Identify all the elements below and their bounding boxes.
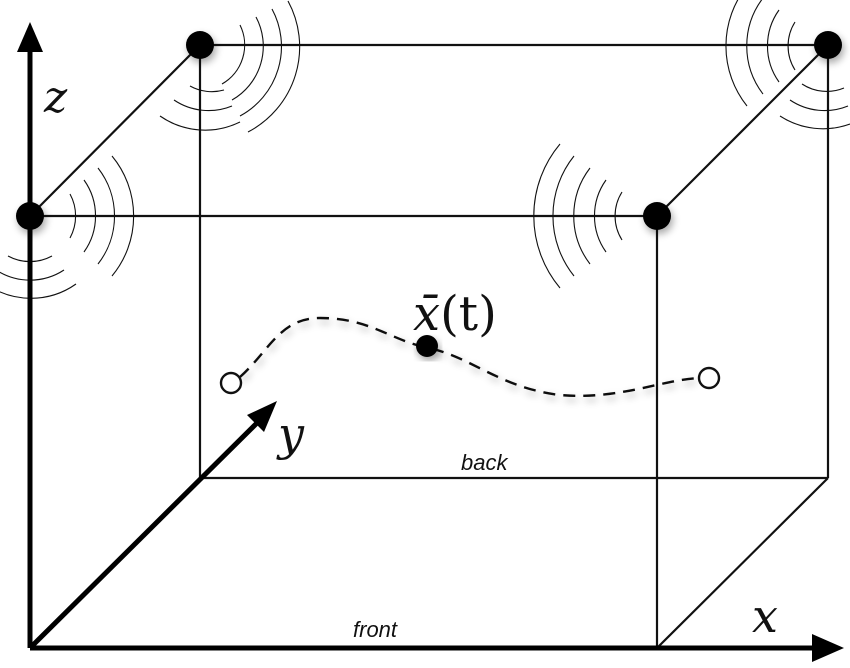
sensor-back-top-left xyxy=(186,31,214,59)
waves-front-top-right xyxy=(533,143,623,289)
y-axis-arrowhead xyxy=(247,401,277,432)
z-axis-arrowhead xyxy=(17,22,43,52)
x-axis-label: x xyxy=(752,589,778,643)
sensors xyxy=(16,31,842,230)
x-axis-arrowhead xyxy=(812,634,844,662)
front-face-label: front xyxy=(353,617,398,642)
depth-edges xyxy=(29,44,829,649)
wave-arcs xyxy=(0,0,850,299)
depth-edge-top-right xyxy=(656,44,829,217)
depth-edge-bottom-right xyxy=(656,477,829,649)
back-face-label: back xyxy=(461,450,508,475)
axes xyxy=(17,22,844,662)
sensor-back-top-right xyxy=(814,31,842,59)
waves-back-top-left xyxy=(159,0,301,133)
sensor-front-top-right xyxy=(643,202,671,230)
trajectory-end-point xyxy=(697,366,721,390)
back-face xyxy=(198,43,830,480)
waves-front-top-left xyxy=(0,155,135,299)
sensor-front-top-left xyxy=(16,202,44,230)
z-axis-label: z xyxy=(43,72,68,123)
trajectory-label-arg: (t) xyxy=(440,286,497,342)
y-axis-label: y xyxy=(276,407,305,461)
depth-edge-top-left xyxy=(29,44,201,217)
trajectory xyxy=(239,316,701,397)
trajectory-start-point xyxy=(219,371,243,395)
trajectory-path xyxy=(239,316,701,397)
waves-back-top-right xyxy=(725,0,850,130)
y-axis-line xyxy=(28,416,264,650)
trajectory-current-point xyxy=(416,335,438,357)
trajectory-label-symbol: x̄ xyxy=(413,286,440,342)
front-face xyxy=(28,214,659,648)
trajectory-label: x̄(t) xyxy=(413,286,497,342)
